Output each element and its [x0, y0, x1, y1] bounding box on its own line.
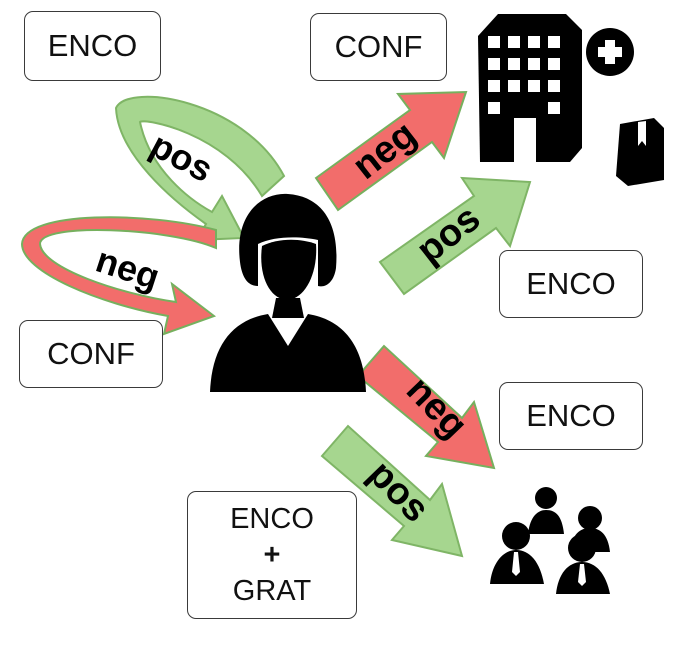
loop-arrow-pos-body: [114, 95, 286, 242]
woman-person-icon: [210, 193, 366, 392]
node-label: ENCO: [526, 398, 616, 434]
node-enco-right-middle: ENCO: [499, 250, 643, 318]
node-conf-top: CONF: [310, 13, 447, 81]
arrow-neg-to-hospital-body: [314, 90, 468, 212]
node-label: CONF: [334, 29, 423, 65]
node-label: ENCO: [526, 266, 616, 302]
node-enco-right-lower: ENCO: [499, 382, 643, 450]
arrow-neg-to-group: neg: [356, 344, 496, 470]
node-label: CONF: [47, 336, 135, 372]
node-label: ENCO: [47, 28, 138, 64]
node-label-line2: GRAT: [232, 575, 312, 608]
arrow-pos-to-group-body: [320, 424, 464, 558]
loop-arrow-neg-left: neg: [20, 216, 217, 336]
node-label-plus: +: [263, 538, 281, 571]
arrow-pos-to-hospital: pos: [378, 176, 532, 296]
node-enco-grat: ENCO + GRAT: [187, 491, 357, 619]
node-conf-left: CONF: [19, 320, 163, 388]
book-icon: [616, 118, 664, 186]
hospital-building-icon: [478, 14, 634, 162]
arrow-neg-to-group-body: [356, 344, 496, 470]
arrow-pos-to-hospital-body: [378, 176, 532, 296]
loop-arrow-neg-body: [20, 216, 217, 336]
node-label-line1: ENCO: [230, 502, 314, 535]
node-enco-top-left: ENCO: [24, 11, 161, 81]
people-group-icon: [490, 487, 610, 594]
arrow-neg-to-hospital: neg: [314, 90, 468, 212]
